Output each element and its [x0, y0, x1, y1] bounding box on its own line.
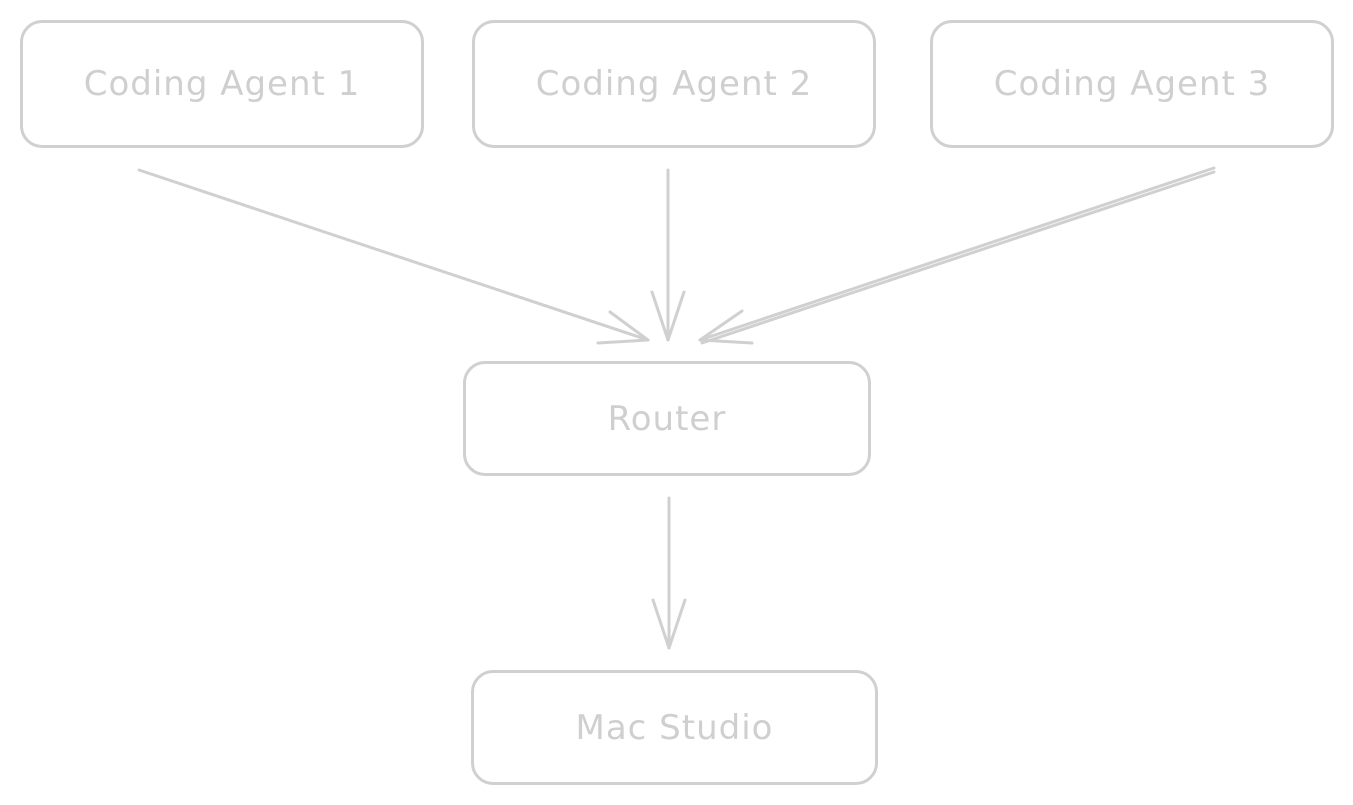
node-mac-studio: Mac Studio — [471, 670, 878, 785]
node-label: Coding Agent 2 — [535, 64, 813, 104]
node-label: Router — [607, 398, 727, 439]
edge-agent3-router — [698, 166, 1216, 345]
node-coding-agent-2: Coding Agent 2 — [472, 20, 876, 148]
node-router: Router — [463, 361, 871, 476]
node-label: Mac Studio — [575, 707, 774, 748]
edge-agent2-router — [650, 168, 686, 342]
node-coding-agent-1: Coding Agent 1 — [20, 20, 424, 148]
edge-router-mac — [651, 496, 687, 650]
edge-agent1-router — [137, 168, 650, 345]
node-label: Coding Agent 3 — [993, 64, 1271, 104]
node-label: Coding Agent 1 — [83, 64, 361, 104]
node-coding-agent-3: Coding Agent 3 — [930, 20, 1334, 148]
